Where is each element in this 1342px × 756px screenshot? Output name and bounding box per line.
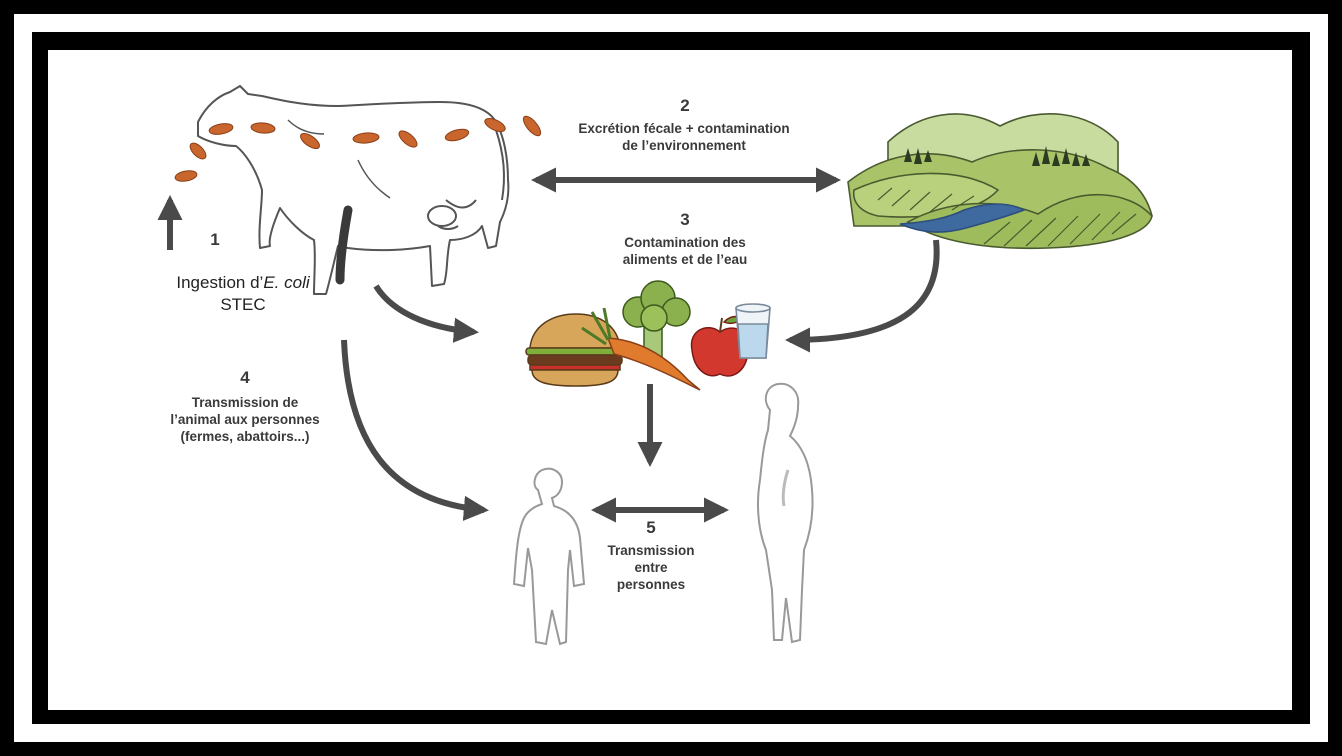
step-4-caption: Transmission de l’animal aux personnes (…: [134, 394, 356, 445]
step-1-number: 1: [200, 230, 230, 250]
step-4-line-1: Transmission de: [134, 394, 356, 411]
step-5-number: 5: [636, 518, 666, 538]
step-1-caption: Ingestion d’E. coli STEC: [128, 272, 358, 316]
step-3-line-1: Contamination des: [570, 234, 800, 251]
arrow-cow-food: [376, 286, 474, 332]
step-4-number: 4: [230, 368, 260, 388]
child-silhouette-icon: [514, 469, 584, 644]
step-1-line-1: Ingestion d’E. coli: [128, 272, 358, 294]
step-2-line-2: de l’environnement: [534, 137, 834, 154]
water-glass-icon: [736, 304, 770, 358]
step-5-line-2: entre: [576, 559, 726, 576]
step-5-line-1: Transmission: [576, 542, 726, 559]
step-5-line-3: personnes: [576, 576, 726, 593]
step-3-caption: Contamination des aliments et de l’eau: [570, 234, 800, 268]
burger-icon: [526, 314, 624, 386]
step-4-line-3: (fermes, abattoirs...): [134, 428, 356, 445]
woman-silhouette-icon: [758, 384, 813, 642]
step-1-prefix: Ingestion d’: [176, 273, 263, 292]
cow-icon: [198, 86, 508, 294]
step-3-line-2: aliments et de l’eau: [570, 251, 800, 268]
step-4-line-2: l’animal aux personnes: [134, 411, 356, 428]
step-2-caption: Excrétion fécale + contamination de l’en…: [534, 120, 834, 154]
landscape-icon: [848, 114, 1152, 249]
step-2-number: 2: [670, 96, 700, 116]
transmission-diagram: 1 Ingestion d’E. coli STEC 2 Excrétion f…: [48, 50, 1292, 710]
step-1-species: E. coli: [263, 273, 309, 292]
step-2-line-1: Excrétion fécale + contamination: [534, 120, 834, 137]
arrow-environment-food: [790, 240, 937, 340]
arrow-animal-people: [344, 340, 484, 510]
step-5-caption: Transmission entre personnes: [576, 542, 726, 593]
step-3-number: 3: [670, 210, 700, 230]
step-1-line-2: STEC: [128, 294, 358, 316]
